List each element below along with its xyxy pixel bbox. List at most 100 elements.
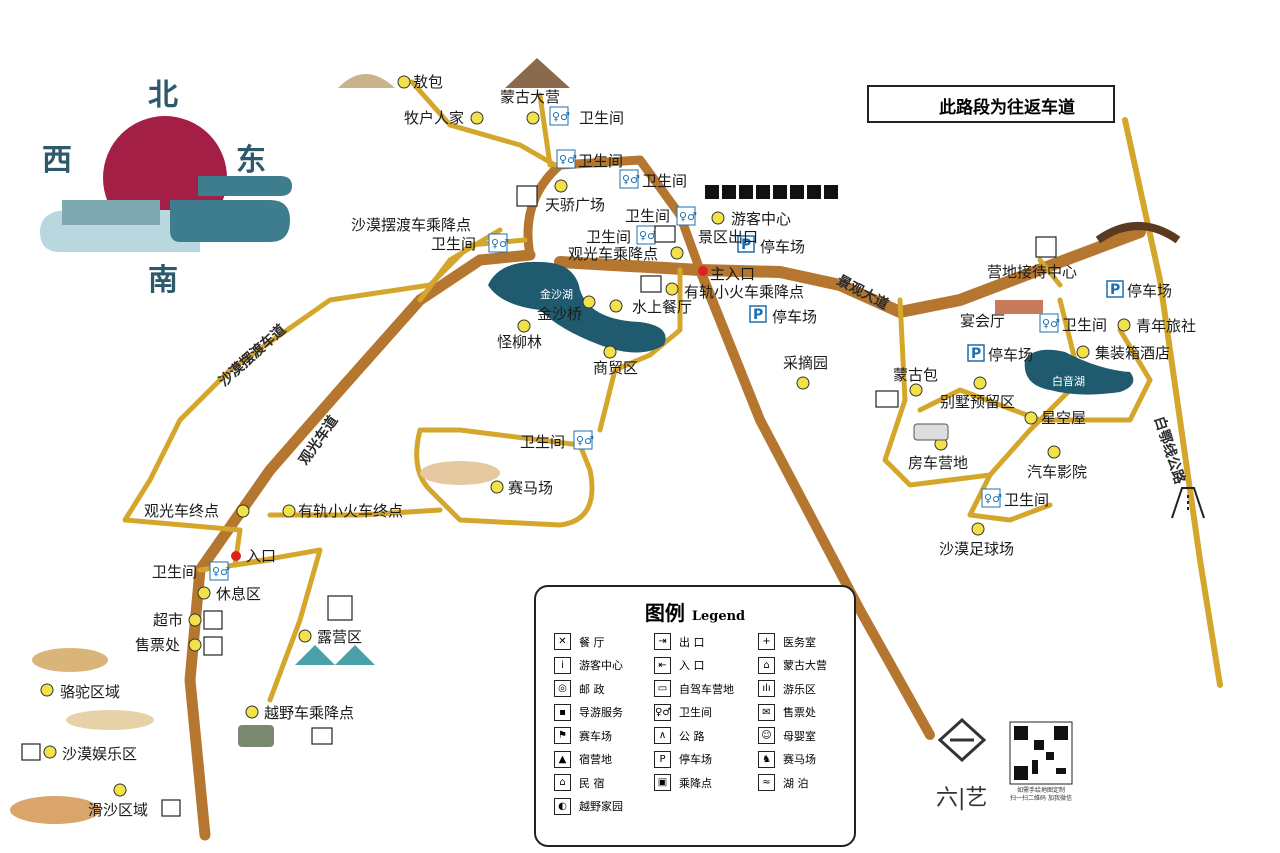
legend-item-label: 赛车场 bbox=[579, 729, 612, 743]
label-visitor-center: 游客中心 bbox=[731, 210, 792, 228]
label-picking: 采摘园 bbox=[783, 354, 829, 372]
poi-marker bbox=[711, 211, 725, 225]
oneway-note-box: 此路段为往返车道 bbox=[867, 85, 1115, 123]
brand-name: 六|艺 bbox=[936, 786, 988, 811]
compass-east: 东 bbox=[236, 143, 266, 178]
path-east-top bbox=[1037, 257, 1063, 288]
svg-text:P: P bbox=[971, 346, 981, 362]
offroad-icon: ◐ bbox=[554, 797, 571, 815]
label-desert-fun: 沙漠娱乐区 bbox=[62, 745, 138, 763]
sandslide-sign-icon bbox=[161, 799, 181, 817]
tianjiao-campfire-icon bbox=[516, 185, 538, 207]
legend-item: ≈湖 泊 bbox=[758, 774, 809, 791]
poi-marker bbox=[197, 586, 211, 600]
path-to-race bbox=[597, 267, 683, 433]
label-wc-3: 卫生间 bbox=[431, 235, 477, 253]
lake-jinsha-shape bbox=[488, 261, 666, 353]
label-wc-west: 卫生间 bbox=[152, 563, 198, 581]
legend-item: ⌂蒙古大营 bbox=[758, 656, 827, 674]
legend-item-label: 宿营地 bbox=[579, 753, 612, 766]
poi-marker bbox=[43, 745, 57, 759]
playground-icon: ılı bbox=[758, 680, 775, 697]
label-parking-3: 停车场 bbox=[1127, 282, 1173, 300]
legend-subtitle: Legend bbox=[691, 609, 746, 624]
legend-title: 图例 Legend bbox=[536, 597, 854, 626]
label-wc-mongol: 卫生间 bbox=[579, 109, 625, 127]
illustration-tents bbox=[295, 645, 375, 665]
legend-item-label: 民 宿 bbox=[579, 776, 605, 790]
compass-graphic bbox=[40, 116, 292, 252]
playground-sign-icon bbox=[21, 743, 41, 761]
label-ticket: 售票处 bbox=[135, 636, 181, 654]
restaurant-icon: ✕ bbox=[554, 633, 571, 650]
label-wc-south-east: 卫生间 bbox=[1004, 491, 1050, 509]
main-entrance-marker bbox=[698, 266, 708, 276]
label-parking-1: 停车场 bbox=[760, 238, 806, 256]
brand-logo bbox=[937, 717, 987, 763]
label-offroad-stop: 越野车乘降点 bbox=[264, 704, 355, 722]
illustration-gate bbox=[1095, 222, 1181, 244]
poi-marker bbox=[236, 504, 250, 518]
svg-text:♀♂: ♀♂ bbox=[1042, 317, 1060, 330]
legend-item-label: 湖 泊 bbox=[783, 776, 809, 790]
poi-marker bbox=[245, 705, 259, 719]
label-guailiu: 怪柳林 bbox=[497, 333, 543, 351]
illustration-rv bbox=[913, 423, 949, 441]
svg-text:P: P bbox=[741, 237, 751, 253]
svg-text:♀♂: ♀♂ bbox=[212, 565, 230, 578]
supermarket-cart-icon bbox=[203, 610, 223, 630]
legend-item-label: 越野家园 bbox=[579, 800, 623, 813]
poi-marker bbox=[1117, 318, 1131, 332]
medical-icon: + bbox=[758, 633, 775, 650]
wc-icon: ♀♂ bbox=[654, 703, 671, 721]
legend-item-label: 母婴室 bbox=[783, 729, 816, 743]
label-tianjiao: 天骄广场 bbox=[545, 196, 606, 214]
legend-title-text: 图例 bbox=[644, 601, 685, 625]
label-wc-2: 卫生间 bbox=[642, 172, 688, 190]
poi-marker bbox=[40, 683, 54, 697]
entrance-marker bbox=[231, 551, 241, 561]
post-icon: ◎ bbox=[554, 680, 571, 697]
poi-marker bbox=[470, 111, 484, 125]
svg-text:♀♂: ♀♂ bbox=[559, 153, 577, 166]
legend-item-label: 入 口 bbox=[679, 659, 705, 672]
poi-marker bbox=[282, 504, 296, 518]
label-jinsha-bridge: 金沙桥 bbox=[537, 305, 583, 323]
poi-marker bbox=[526, 111, 540, 125]
poi-marker bbox=[554, 179, 568, 193]
label-supermarket: 超市 bbox=[153, 611, 184, 629]
svg-text:♀♂: ♀♂ bbox=[984, 492, 1002, 505]
illustration-aobao bbox=[338, 74, 395, 88]
ticket-sign-icon bbox=[203, 636, 223, 656]
label-parking-4: 停车场 bbox=[988, 346, 1034, 364]
poi-marker bbox=[665, 282, 679, 296]
legend-item-label: 卫生间 bbox=[679, 706, 712, 719]
label-wc-race: 卫生间 bbox=[520, 433, 566, 451]
qr-code bbox=[1009, 721, 1073, 785]
label-shuttle-terminal: 观光车终点 bbox=[144, 502, 220, 520]
exit-icon: ⇥ bbox=[654, 633, 671, 650]
svg-text:♀♂: ♀♂ bbox=[622, 173, 640, 186]
poi-marker bbox=[490, 480, 504, 494]
poi-marker bbox=[298, 629, 312, 643]
compass-west: 西 bbox=[42, 143, 72, 178]
label-shuttle-stop: 观光车乘降点 bbox=[568, 245, 659, 263]
label-wc-1: 卫生间 bbox=[578, 152, 624, 170]
poi-marker bbox=[1024, 411, 1038, 425]
poi-marker bbox=[670, 246, 684, 260]
label-yurt: 蒙古包 bbox=[893, 366, 939, 384]
label-banquet: 宴会厅 bbox=[960, 312, 1006, 330]
illustration-horses bbox=[420, 461, 500, 485]
road-scenic-avenue bbox=[554, 226, 1146, 318]
svg-text:♀♂: ♀♂ bbox=[552, 110, 570, 123]
illustration-container-hotel bbox=[995, 300, 1043, 314]
entrance-icon: ⇤ bbox=[654, 656, 671, 674]
label-wc-5: 卫生间 bbox=[586, 228, 632, 246]
legend-item: ◐ 越野家园 bbox=[554, 797, 623, 815]
legend-item-label: 赛马场 bbox=[783, 753, 816, 766]
label-main-entrance: 主入口 bbox=[710, 265, 756, 283]
offroad-stop-icon bbox=[311, 727, 333, 745]
rv-sign-icon bbox=[875, 390, 899, 408]
